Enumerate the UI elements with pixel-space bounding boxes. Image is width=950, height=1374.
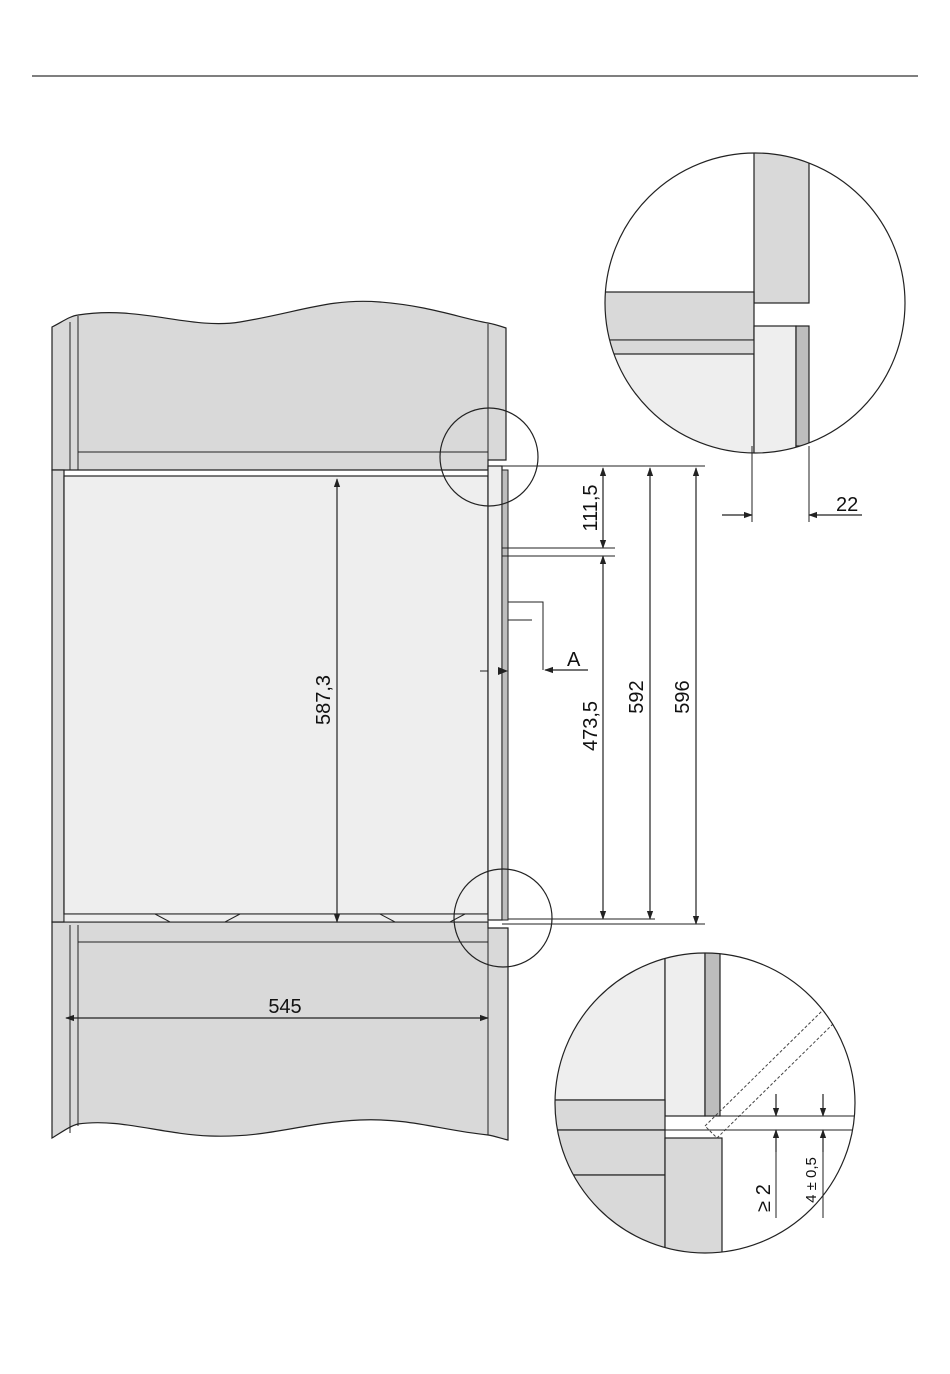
dim-587-3: 587,3 (313, 675, 335, 725)
dim-545: 545 (268, 996, 301, 1018)
dim-592: 592 (626, 680, 648, 713)
dim-596: 596 (672, 680, 694, 713)
appliance-body (64, 466, 615, 922)
detail-bottom-zoom: ≥ 2 4 ± 0,5 (550, 950, 860, 1268)
cabinet-lower (52, 922, 508, 1140)
dim-4-pm-0-5: 4 ± 0,5 (803, 1157, 820, 1203)
dim-473-5: 473,5 (580, 701, 602, 751)
detail-a-label: A (567, 649, 581, 671)
cabinet-upper (52, 301, 506, 470)
cabinet-left-wall (52, 470, 64, 922)
dim-22: 22 (836, 494, 858, 516)
dim-min-2: ≥ 2 (753, 1184, 775, 1212)
dim-111-5: 111,5 (580, 484, 602, 531)
